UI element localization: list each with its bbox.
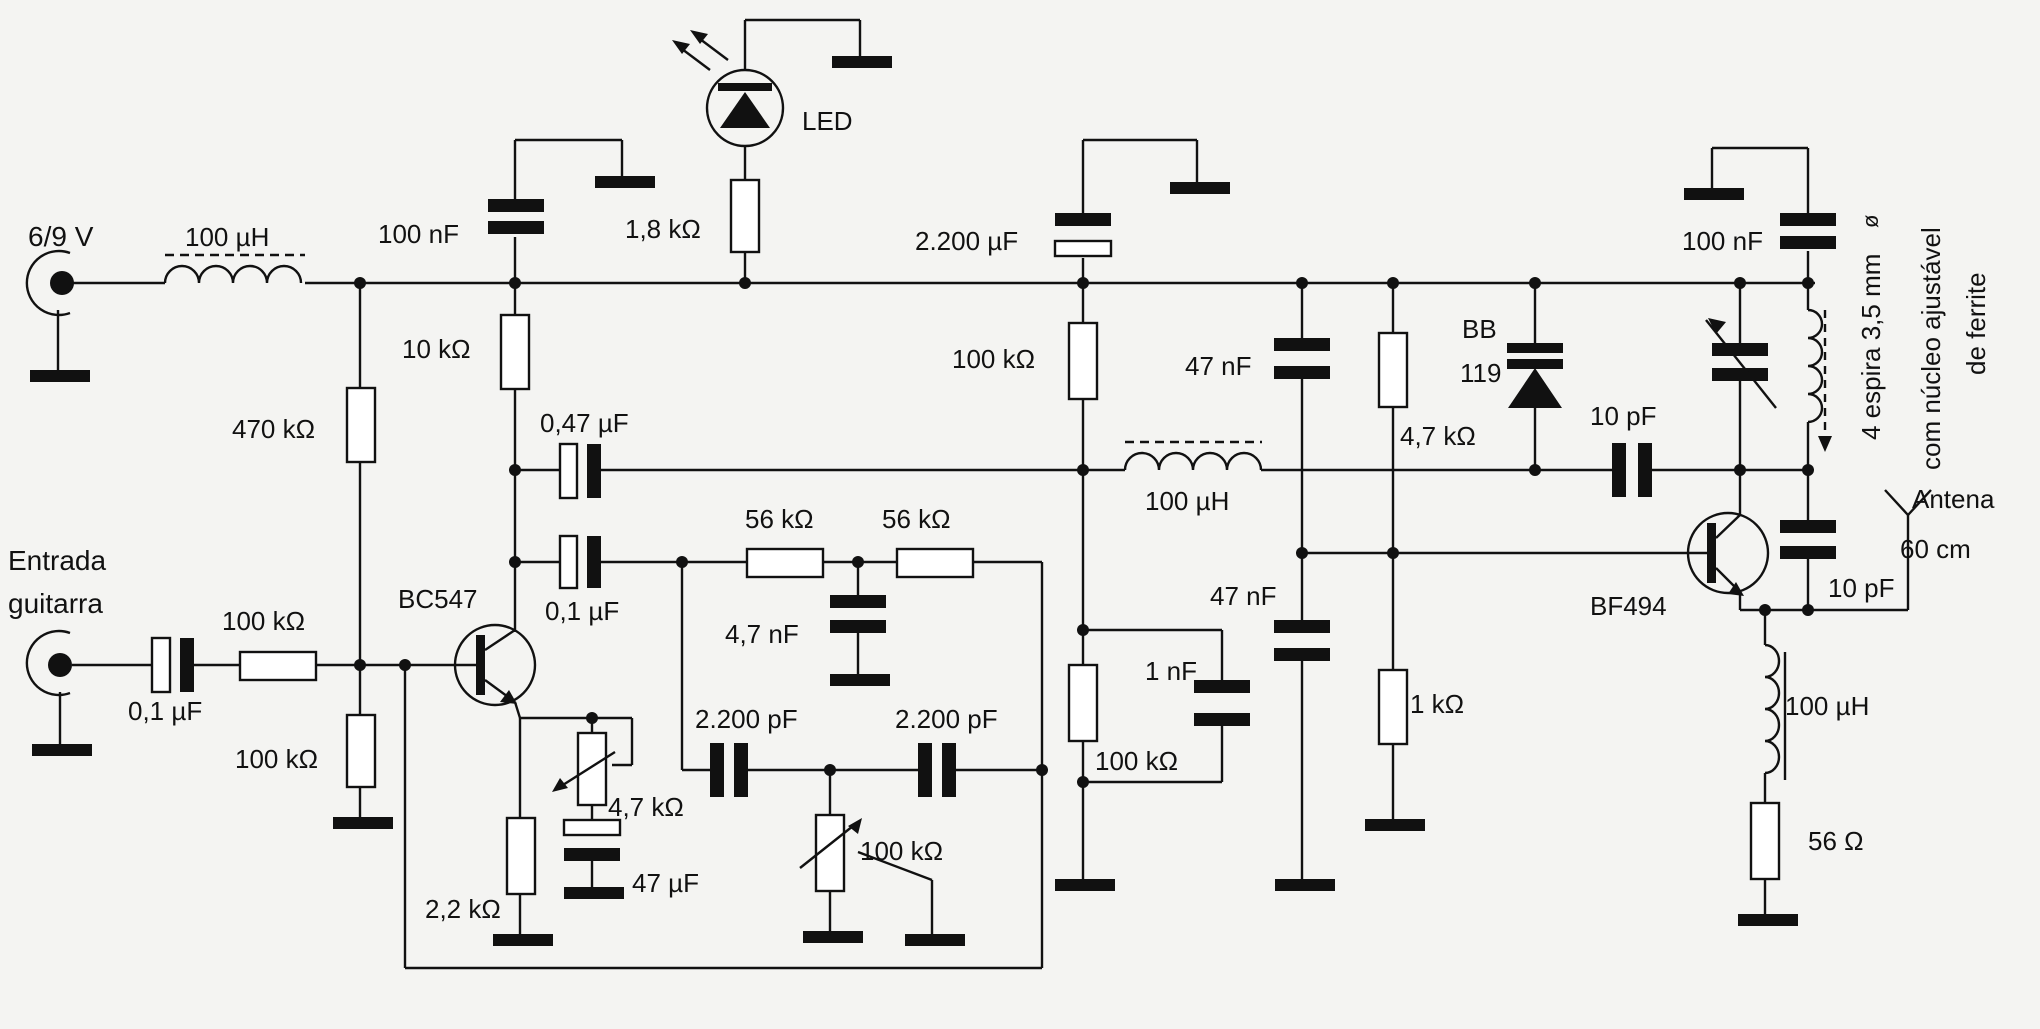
label-led: LED: [802, 106, 853, 136]
rf-choke: [1083, 440, 1535, 472]
bias-47nf-stack: [1274, 283, 1690, 891]
label-q2: BF494: [1590, 591, 1667, 621]
label-bb-1: BB: [1462, 314, 1497, 344]
label-c-47u: 47 µF: [632, 868, 699, 898]
label-r-in: 100 kΩ: [222, 606, 305, 636]
label-r-100k-m: 100 kΩ: [952, 344, 1035, 374]
middle-bias-network: [1055, 283, 1250, 891]
label-input-1: Entrada: [8, 545, 106, 576]
guitar-input-jack: [25, 629, 452, 756]
label-supply: 6/9 V: [28, 221, 94, 252]
label-c-in: 0,1 µF: [128, 696, 202, 726]
supply-jack: [25, 249, 90, 382]
q1-emitter: [493, 716, 634, 946]
label-c-47n: 4,7 nF: [725, 619, 799, 649]
label-r-47k: 4,7 kΩ: [1400, 421, 1476, 451]
label-l-supply: 100 µH: [185, 222, 269, 252]
label-c-01a: 0,1 µF: [545, 596, 619, 626]
label-q1: BC547: [398, 584, 478, 614]
label-c-1n: 1 nF: [1145, 656, 1197, 686]
label-c-2200a: 2.200 pF: [695, 704, 798, 734]
bias-47k-1k: [1365, 283, 1425, 831]
label-l-rf: 100 µH: [1145, 486, 1229, 516]
label-c-10p-b: 10 pF: [1828, 573, 1895, 603]
label-coil-2: com núcleo ajustável: [1916, 227, 1946, 470]
label-pot-47k: 4,7 kΩ: [608, 792, 684, 822]
q1-transistor: [452, 623, 537, 719]
varicap-diode: [1507, 283, 1563, 470]
label-l-out: 100 µH: [1785, 691, 1869, 721]
label-r-22k: 2,2 kΩ: [425, 894, 501, 924]
label-coil-1: 4 espira 3,5 mm: [1856, 254, 1886, 440]
label-r-56b: 56 kΩ: [882, 504, 951, 534]
label-c-dec2: 100 nF: [1682, 226, 1763, 256]
label-r-56a: 56 kΩ: [745, 504, 814, 534]
twin-t-network: [403, 547, 1044, 970]
label-c-dec1: 100 nF: [378, 219, 459, 249]
label-c-10p-a: 10 pF: [1590, 401, 1657, 431]
q1-collector: [499, 283, 1083, 632]
junction-dots: [354, 277, 1814, 788]
label-bb-2: 119: [1460, 358, 1501, 388]
label-r-1k: 1 kΩ: [1410, 689, 1464, 719]
label-r-led: 1,8 kΩ: [625, 214, 701, 244]
decoupling-cap-2: [1684, 146, 1836, 283]
label-coil-phi: ø: [1858, 215, 1883, 228]
decoupling-cap-1: [488, 138, 655, 283]
label-input-2: guitarra: [8, 588, 103, 619]
label-c-047: 0,47 µF: [540, 408, 629, 438]
label-r-100k-b: 100 kΩ: [1095, 746, 1178, 776]
tank-circuit: [1705, 283, 1832, 520]
coupling-10pf: [1535, 443, 1808, 497]
label-r-b1: 470 kΩ: [232, 414, 315, 444]
label-r-col: 10 kΩ: [402, 334, 471, 364]
emitter-choke: [1738, 610, 1798, 926]
label-r-56: 56 Ω: [1808, 826, 1864, 856]
label-ant-2: 60 cm: [1900, 534, 1971, 564]
feedback-10pf: [1740, 520, 1908, 612]
led-indicator: [672, 18, 892, 283]
label-pot-100k: 100 kΩ: [860, 836, 943, 866]
label-c-2200b: 2.200 pF: [895, 704, 998, 734]
label-c-47n-a: 47 nF: [1185, 351, 1252, 381]
antenna: [1884, 489, 1932, 610]
q2-transistor: [1686, 462, 1770, 610]
label-c-47n-b: 47 nF: [1210, 581, 1277, 611]
label-ant-1: Antena: [1912, 484, 1995, 514]
supply-inductor: [163, 253, 305, 284]
bulk-cap: [1053, 138, 1230, 283]
label-coil-3: de ferrite: [1961, 272, 1991, 375]
bias-divider: [333, 283, 393, 829]
label-r-b2: 100 kΩ: [235, 744, 318, 774]
label-c-big: 2.200 µF: [915, 226, 1018, 256]
